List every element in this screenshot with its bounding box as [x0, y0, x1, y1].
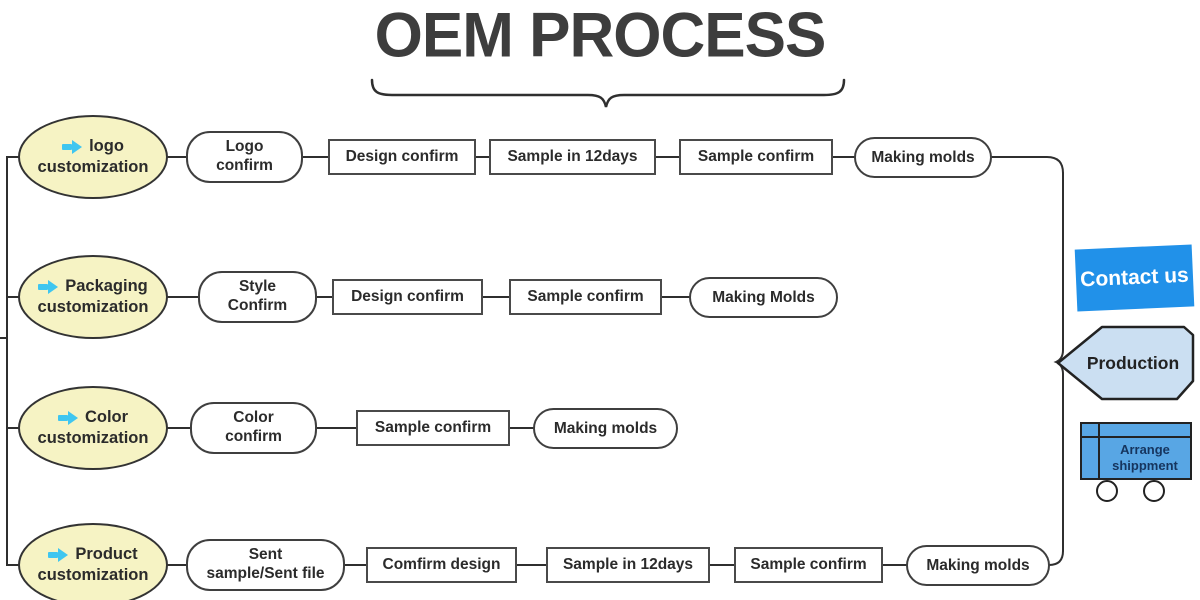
- truck-cab-line: [1098, 424, 1100, 478]
- topic-label-line2: customization: [37, 158, 149, 176]
- step-sample-confirm: Sample confirm: [734, 547, 883, 583]
- cyan-arrow-icon: [62, 139, 83, 154]
- topic-label-line2: customization: [37, 298, 149, 316]
- topic-label-line2: customization: [37, 566, 149, 584]
- row1-line: [6, 156, 1064, 174]
- step-making-molds: Making Molds: [689, 277, 838, 318]
- title-brace: [370, 78, 846, 108]
- production-hexagon: [1056, 325, 1195, 401]
- cyan-arrow-icon: [38, 279, 59, 294]
- cyan-arrow-icon: [48, 547, 69, 562]
- topic-label-line1: logo: [89, 137, 124, 156]
- step-comfirm-design: Comfirm design: [366, 547, 517, 583]
- step-sample-in-12days: Sample in 12days: [489, 139, 656, 175]
- shipment-truck: Arrange shippment: [1080, 422, 1192, 480]
- truck-roof-line: [1082, 436, 1190, 438]
- cyan-arrow-icon: [57, 410, 78, 425]
- topic-label-line1: Packaging: [65, 277, 148, 296]
- step-style-confirm: Style Confirm: [198, 271, 317, 323]
- step-making-molds: Making molds: [533, 408, 678, 449]
- step-logo-confirm: Logo confirm: [186, 131, 303, 183]
- step-sample-confirm: Sample confirm: [356, 410, 510, 446]
- shipment-label: Arrange shippment: [1112, 441, 1178, 473]
- step-making-molds: Making molds: [854, 137, 992, 178]
- step-sent-sample: Sent sample/Sent file: [186, 539, 345, 591]
- topic-label-line1: Color: [84, 408, 129, 427]
- contact-us-button: Contact us: [1074, 244, 1195, 312]
- step-color-confirm: Color confirm: [190, 402, 317, 454]
- step-sample-confirm: Sample confirm: [509, 279, 662, 315]
- step-design-confirm: Design confirm: [328, 139, 476, 175]
- step-sample-confirm: Sample confirm: [679, 139, 833, 175]
- topic-logo-customization: logo customization: [18, 115, 168, 199]
- production-label: Production: [1086, 352, 1180, 373]
- topic-packaging-customization: Packaging customization: [18, 255, 168, 339]
- truck-wheel-icon: [1143, 480, 1165, 502]
- topic-color-customization: Color customization: [18, 386, 168, 470]
- topic-label-line1: Product: [75, 545, 138, 564]
- step-design-confirm: Design confirm: [332, 279, 483, 315]
- step-sample-in-12days: Sample in 12days: [546, 547, 710, 583]
- left-bracket: [6, 156, 19, 566]
- right-bracket: [1053, 172, 1064, 552]
- truck-wheel-icon: [1096, 480, 1118, 502]
- page-title: OEM PROCESS: [374, 0, 827, 71]
- topic-label-line2: customization: [37, 429, 149, 447]
- step-making-molds: Making molds: [906, 545, 1050, 586]
- topic-product-customization: Product customization: [18, 523, 168, 600]
